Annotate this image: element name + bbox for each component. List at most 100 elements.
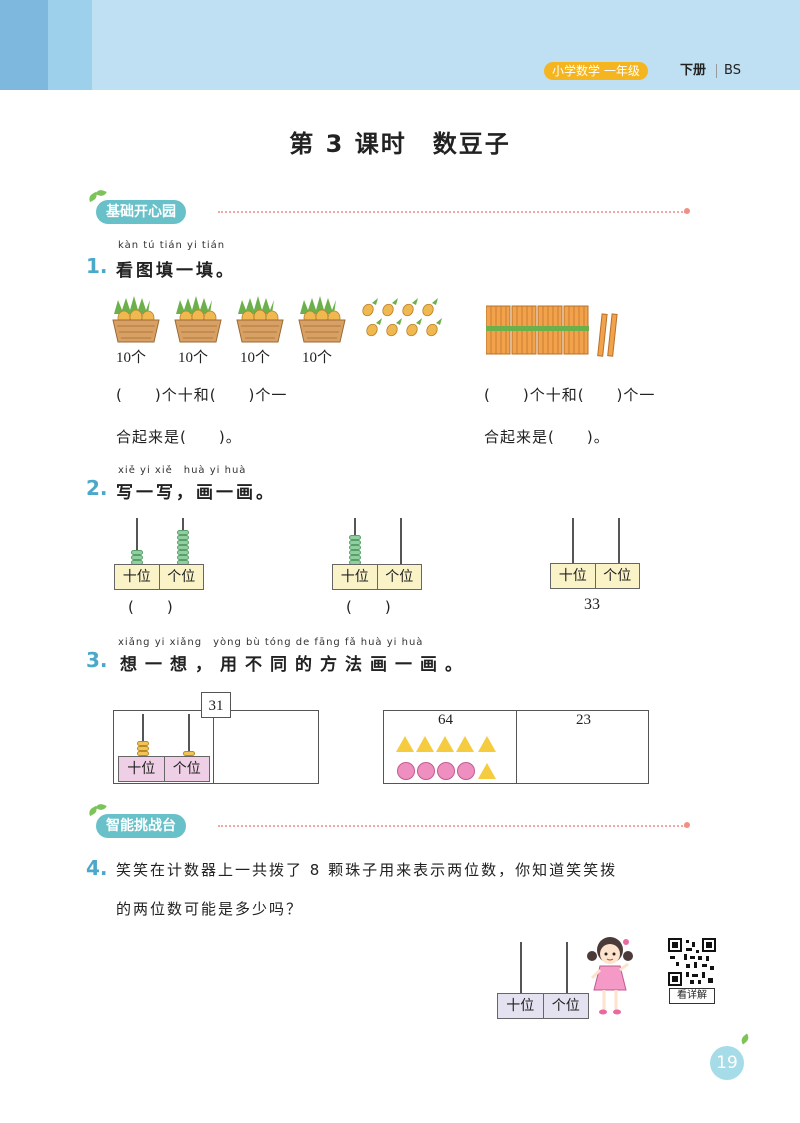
tens-rod	[142, 714, 144, 756]
bead	[177, 550, 189, 555]
bead	[349, 550, 361, 555]
box-divider	[213, 710, 214, 784]
header-band	[0, 0, 800, 90]
header-stripe	[0, 0, 48, 90]
qr-code[interactable]	[668, 938, 716, 986]
place-value-table: 十位 个位	[118, 756, 210, 782]
tens-label: 十位	[122, 569, 151, 585]
qr-caption[interactable]: 看详解	[669, 988, 715, 1004]
bead	[349, 555, 361, 560]
header-stripe	[48, 0, 92, 90]
section-challenge: 智能挑战台	[96, 814, 186, 838]
q2-pinyin: xiě yi xiě huà yi huà	[118, 465, 247, 476]
page-title: 第 3 课时 数豆子	[289, 130, 511, 158]
volume-label: 下册	[680, 63, 707, 78]
q2-number: 2.	[86, 476, 108, 500]
bead	[137, 741, 149, 746]
triangle-shape	[436, 736, 454, 752]
bead	[349, 540, 361, 545]
basket-label: 10个	[302, 350, 333, 366]
answer-blank: ( )	[346, 598, 392, 616]
dot-end	[684, 822, 690, 828]
triangle-shape	[478, 763, 496, 779]
bead	[131, 550, 143, 555]
tens-rod	[136, 518, 138, 564]
basket-label: 10个	[178, 350, 209, 366]
pineapple-basket	[172, 294, 224, 350]
ones-label: 个位	[594, 564, 640, 588]
tens-rod	[520, 942, 522, 994]
circle-shape	[417, 762, 435, 780]
divider	[716, 64, 717, 78]
bead	[349, 545, 361, 550]
loose-pineapples	[358, 298, 442, 346]
bead	[349, 535, 361, 540]
answer-blank: ( )	[128, 598, 174, 616]
triangle-shape	[456, 736, 474, 752]
circle-shape	[457, 762, 475, 780]
dot-end	[684, 208, 690, 214]
q2-text: 写一写，画一画。	[116, 483, 276, 503]
value-64: 64	[438, 712, 453, 728]
ones-label: 个位	[158, 565, 204, 589]
q1-left-line2: 合起来是( )。	[116, 428, 242, 446]
bead	[137, 751, 149, 756]
triangle-shape	[416, 736, 434, 752]
dotted-line	[218, 825, 686, 827]
place-value-table: 十位 个位	[497, 993, 589, 1019]
ones-label: 个位	[542, 994, 589, 1018]
q1-left-line1: ( )个十和( )个一	[116, 386, 288, 404]
stick-bundles	[485, 304, 626, 362]
q1-right-line2: 合起来是( )。	[484, 428, 610, 446]
pineapple-basket	[110, 294, 162, 350]
circle-shape	[437, 762, 455, 780]
box-divider	[516, 710, 517, 784]
place-value-table: 十位 个位	[550, 563, 640, 589]
pineapple-basket	[296, 294, 348, 350]
tens-label: 十位	[506, 998, 535, 1014]
girl-illustration	[586, 934, 636, 1024]
circle-shape	[397, 762, 415, 780]
q3-text: 想一想，用不同的方法画一画。	[120, 655, 470, 675]
leaf-icon	[95, 188, 107, 198]
tens-label: 十位	[558, 568, 587, 584]
ones-rod	[400, 518, 402, 564]
bead	[137, 746, 149, 751]
q1-text: 看图填一填。	[116, 261, 236, 281]
abacus-value: 33	[584, 596, 600, 613]
bead	[177, 555, 189, 560]
tens-label: 十位	[340, 569, 369, 585]
bead	[177, 530, 189, 535]
bead	[177, 535, 189, 540]
section-basic: 基础开心园	[96, 200, 186, 224]
value-23: 23	[576, 712, 591, 728]
subject-label: 小学数学 一年级	[544, 62, 648, 80]
tens-label: 十位	[127, 761, 156, 777]
place-value-table: 十位 个位	[332, 564, 422, 590]
value-tag: 31	[201, 692, 231, 718]
ones-rod	[566, 942, 568, 994]
q3-pinyin: xiǎng yi xiǎng yòng bù tóng de fāng fǎ h…	[118, 637, 424, 648]
q4-line1: 笑笑在计数器上一共拨了 8 颗珠子用来表示两位数，你知道笑笑拨	[116, 861, 618, 879]
bead	[131, 555, 143, 560]
basket-label: 10个	[240, 350, 271, 366]
edition-label: BS	[724, 63, 741, 78]
triangle-shape	[478, 736, 496, 752]
q4-line2: 的两位数可能是多少吗？	[116, 900, 304, 918]
q1-number: 1.	[86, 254, 108, 278]
leaf-icon	[739, 1033, 751, 1045]
value-31: 31	[208, 698, 224, 714]
bead	[177, 545, 189, 550]
leaf-icon	[95, 802, 107, 812]
pineapple-basket	[234, 294, 286, 350]
q3-number: 3.	[86, 648, 108, 672]
ones-rod	[618, 518, 620, 564]
q4-number: 4.	[86, 856, 108, 880]
basket-label: 10个	[116, 350, 147, 366]
ones-label: 个位	[376, 565, 422, 589]
place-value-table: 十位 个位	[114, 564, 204, 590]
dotted-line	[218, 211, 686, 213]
page-number: 19	[710, 1046, 744, 1080]
q1-right-line1: ( )个十和( )个一	[484, 386, 656, 404]
ones-rod	[188, 714, 190, 756]
